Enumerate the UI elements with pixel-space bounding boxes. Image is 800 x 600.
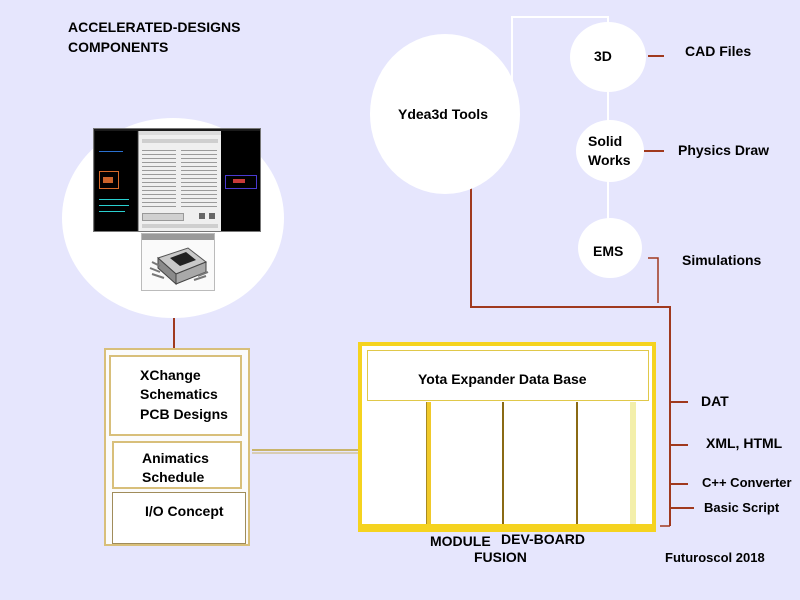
schematics-label: Schematics <box>140 386 218 402</box>
page-title: ACCELERATED-DESIGNS COMPONENTS <box>68 17 240 57</box>
solidworks-line-1: Solid <box>588 133 623 149</box>
pcb-panel-right <box>221 131 260 231</box>
column-devboard-label: DEV-BOARD <box>501 531 586 547</box>
schedule-label: Schedule <box>142 469 205 485</box>
pcb-designs-label: PCB Designs <box>140 406 228 422</box>
physics-draw-label: Physics Draw <box>678 142 770 158</box>
db-column-line-3 <box>576 402 578 524</box>
footer-credit: Futuroscol 2018 <box>665 550 765 565</box>
solidworks-line-2: Works <box>588 152 631 168</box>
node-solidworks <box>576 120 644 182</box>
column-module-label: MODULE <box>430 533 491 549</box>
simulations-label: Simulations <box>682 252 762 268</box>
io-concept-box: I/O Concept <box>112 492 246 544</box>
node-3d-label: 3D <box>594 48 612 64</box>
node-ems-label: EMS <box>593 243 624 259</box>
animatics-label: Animatics <box>142 450 209 466</box>
node-3d <box>570 22 646 92</box>
node-ems <box>578 218 642 278</box>
database-block: Yota Expander Data Base <box>358 342 656 532</box>
format-basic-script: Basic Script <box>704 500 780 515</box>
database-title: Yota Expander Data Base <box>418 371 587 387</box>
format-xml-html: XML, HTML <box>706 435 783 451</box>
animatics-box: Animatics Schedule <box>112 441 242 489</box>
chip-render-image <box>141 233 215 291</box>
title-line-1: ACCELERATED-DESIGNS <box>68 19 241 35</box>
db-bottom-bar <box>362 524 652 528</box>
dialog-window <box>138 131 222 231</box>
chip-icon <box>149 247 209 286</box>
ydea3d-tools-circle <box>370 34 520 194</box>
database-title-box: Yota Expander Data Base <box>367 350 649 401</box>
io-concept-label: I/O Concept <box>145 503 224 519</box>
xchange-label: XChange <box>140 367 201 383</box>
db-column-line-2 <box>502 402 504 524</box>
ydea3d-tools-label: Ydea3d Tools <box>398 106 488 122</box>
xchange-box: XChange Schematics PCB Designs <box>109 355 242 436</box>
pcb-panel-left <box>95 131 137 231</box>
node-solidworks-label: Solid Works <box>588 132 631 170</box>
db-column-line-4 <box>630 402 636 524</box>
db-column-line-1 <box>426 402 431 524</box>
format-dat: DAT <box>701 393 729 409</box>
cad-files-label: CAD Files <box>685 43 752 59</box>
format-cpp-converter: C++ Converter <box>702 475 792 490</box>
title-line-2: COMPONENTS <box>68 39 169 55</box>
software-screenshot <box>93 128 261 232</box>
column-fusion-label: FUSION <box>474 549 527 565</box>
